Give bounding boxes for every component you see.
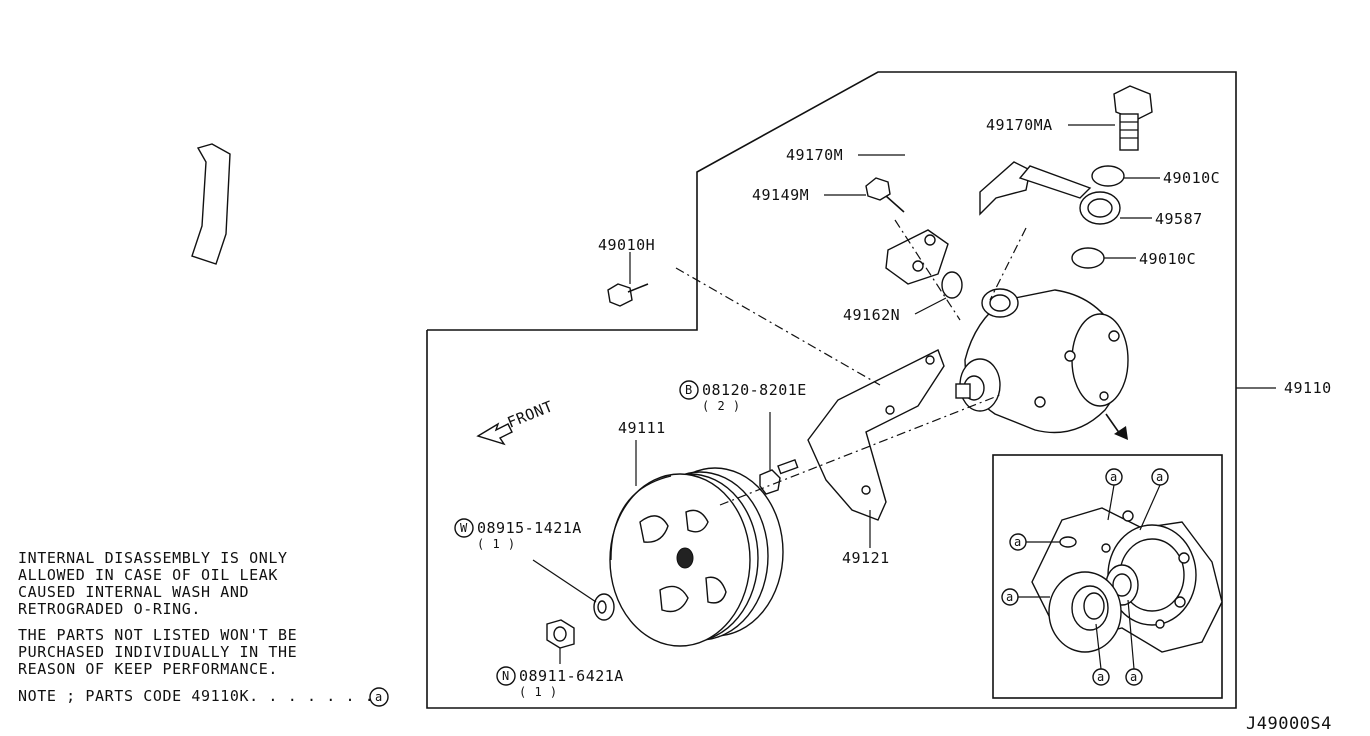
label-49010c-b: 49010C [1139,250,1196,268]
note-marker: a [375,690,383,704]
label-08120-qty: ( 2 ) [702,399,741,413]
label-49170m: 49170M [786,146,843,164]
note-marker-circle [369,687,389,707]
diagram-id: J49000S4 [1246,714,1332,734]
bolt-08120 [759,458,799,495]
svg-text:a: a [1156,470,1164,484]
label-08915: 08915-1421A [477,519,582,537]
assembly-line-4 [894,219,961,321]
note-parts-code: 49110K [191,687,250,705]
note-line-5: THE PARTS NOT LISTED WON'T BE [18,626,298,644]
label-49587: 49587 [1155,210,1203,228]
label-49010c-a: 49010C [1163,169,1220,187]
note-line-7: REASON OF KEEP PERFORMANCE. [18,660,279,678]
pulley-49111 [609,467,784,647]
label-49149m: 49149M [752,186,809,204]
detail-inset-frame [992,454,1223,699]
label-49110: 49110 [1284,379,1332,397]
label-08911-qty: ( 1 ) [519,685,558,699]
label-49111: 49111 [618,419,666,437]
label-49121: 49121 [842,549,890,567]
symbol-n-circle [496,666,516,686]
diagram-frame [426,71,1237,709]
nut-08911 [546,619,575,649]
bolt-49149m [865,177,905,213]
note-line-8: NOTE ; PARTS CODE 49110K. . . . . . . [18,688,374,705]
bolt-49010h [607,283,649,307]
pipe-49170m [191,143,963,299]
note-prefix: NOTE ; PARTS CODE [18,687,182,705]
o-ring-49010c-lower [1071,247,1105,269]
detail-cover-assembly [1031,507,1223,653]
label-49170ma: 49170MA [986,116,1053,134]
assembly-line-1 [675,267,881,386]
symbol-b-circle [679,380,699,400]
symbol-w-circle [454,518,474,538]
symbol-n: N [502,669,510,683]
label-08915-qty: ( 1 ) [477,537,516,551]
note-line-6: PURCHASED INDIVIDUALLY IN THE [18,643,298,661]
o-ring-49010c-upper [1091,165,1125,187]
note-line-1: INTERNAL DISASSEMBLY IS ONLY [18,549,288,567]
pump-body-49110 [955,288,1129,434]
symbol-b: B [685,383,693,397]
label-49162n: 49162N [843,306,900,324]
note-line-4: RETROGRADED O-RING. [18,600,201,618]
note-dots: . . . . . . . [249,687,375,705]
symbol-w: W [460,521,468,535]
leader-lines [532,124,1276,664]
fitting-49587 [979,161,1121,225]
svg-text:a: a [1014,535,1022,549]
note-line-3: CAUSED INTERNAL WASH AND [18,583,250,601]
note-line-2: ALLOWED IN CASE OF OIL LEAK [18,566,279,584]
bracket-49121 [807,349,945,521]
label-49010h: 49010H [598,236,655,254]
svg-text:a: a [1130,670,1138,684]
assembly-line-3 [989,227,1027,301]
washer-08915 [593,593,615,621]
svg-text:a: a [1006,590,1014,604]
label-08911: 08911-6421A [519,667,624,685]
detail-marker-labels: a a a a a a [1006,470,1164,684]
label-front: FRONT [505,397,556,432]
svg-text:a: a [1097,670,1105,684]
union-bolt-49170ma [1113,85,1153,151]
label-08120: 08120-8201E [702,381,807,399]
detail-markers [1001,468,1169,686]
front-arrow-icon [476,422,513,446]
detail-arrow-icon [1105,413,1128,440]
svg-text:a: a [1110,470,1118,484]
assembly-line-2 [719,394,1001,506]
